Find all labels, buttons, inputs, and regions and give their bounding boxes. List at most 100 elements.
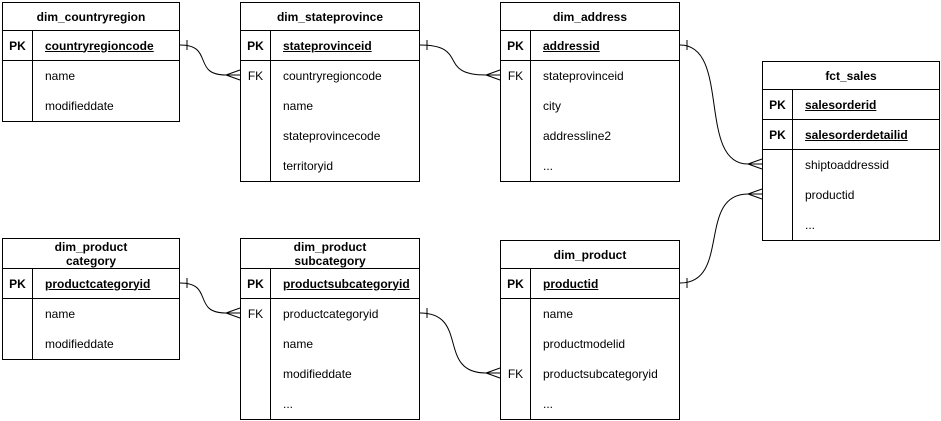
key-type-label: PK — [501, 269, 531, 298]
field-name: name — [283, 99, 314, 113]
connection-dim_stateprovince-to-dim_address[interactable] — [419, 40, 501, 81]
field-row-name[interactable]: name — [241, 329, 419, 359]
field-name: ... — [283, 397, 294, 411]
field-row-productsubcategoryid[interactable]: PK productsubcategoryid — [241, 269, 419, 299]
relationship-line[interactable] — [179, 282, 240, 314]
field-name: ... — [543, 159, 554, 173]
key-type-label — [501, 389, 531, 419]
relationship-line[interactable] — [419, 44, 500, 76]
field-name: productcategoryid — [283, 307, 379, 321]
field-name: name — [283, 337, 314, 351]
key-type-label — [3, 299, 33, 329]
field-name: stateprovinceid — [283, 38, 372, 53]
field-row-productsubcategoryid[interactable]: FK productsubcategoryid — [501, 359, 679, 389]
field-name: shiptoaddressid — [805, 158, 890, 172]
field-row-productid[interactable]: PK productid — [501, 269, 679, 299]
key-type-label — [241, 329, 271, 359]
field-row-addressline2[interactable]: addressline2 — [501, 121, 679, 151]
field-row-name[interactable]: name — [3, 61, 179, 91]
field-name: countryregioncode — [283, 69, 382, 83]
key-type-label: PK — [241, 269, 271, 298]
cardinality-many-marker — [746, 188, 763, 200]
key-type-label: FK — [241, 299, 271, 329]
field-row-name[interactable]: name — [241, 91, 419, 121]
key-type-label — [501, 91, 531, 121]
table-title: dim_product — [501, 241, 679, 269]
table-title: dim_countryregion — [3, 3, 179, 31]
relationship-line[interactable] — [679, 193, 762, 284]
key-type-label: FK — [501, 359, 531, 389]
field-row-more-fields[interactable]: ... — [501, 389, 679, 419]
key-type-label — [241, 389, 271, 419]
key-type-label: PK — [241, 31, 271, 60]
field-name: modifieddate — [283, 367, 352, 381]
field-row-name[interactable]: name — [3, 299, 179, 329]
key-type-label — [241, 91, 271, 121]
field-row-stateprovincecode[interactable]: stateprovincecode — [241, 121, 419, 151]
table-title: dim_product category — [3, 239, 179, 269]
field-name: stateprovinceid — [543, 69, 624, 83]
field-row-addressid[interactable]: PK addressid — [501, 31, 679, 61]
relationship-line[interactable] — [679, 44, 762, 165]
key-type-label: PK — [3, 31, 33, 60]
key-type-label — [501, 299, 531, 329]
field-row-city[interactable]: city — [501, 91, 679, 121]
field-name: productcategoryid — [45, 276, 151, 291]
field-name: addressid — [543, 38, 600, 53]
field-name: stateprovincecode — [283, 129, 381, 143]
field-name: name — [45, 69, 76, 83]
key-type-label — [763, 180, 793, 210]
field-name: modifieddate — [45, 99, 114, 113]
connection-dim_countryregion-to-dim_stateprovince[interactable] — [179, 40, 241, 81]
field-row-productid[interactable]: productid — [763, 180, 939, 210]
field-row-territoryid[interactable]: territoryid — [241, 151, 419, 181]
key-type-label — [3, 91, 33, 121]
key-type-label — [501, 329, 531, 359]
connection-dim_productcategory-to-dim_productsubcategory[interactable] — [179, 278, 241, 319]
key-type-label: PK — [763, 90, 793, 119]
field-row-productmodelid[interactable]: productmodelid — [501, 329, 679, 359]
relationship-line[interactable] — [419, 312, 500, 374]
field-name: name — [45, 307, 76, 321]
connection-dim_product-to-fct_sales[interactable] — [679, 188, 763, 288]
field-name: modifieddate — [45, 337, 114, 351]
field-row-modifieddate[interactable]: modifieddate — [3, 329, 179, 359]
field-row-modifieddate[interactable]: modifieddate — [3, 91, 179, 121]
connection-dim_address-to-fct_sales[interactable] — [679, 40, 763, 170]
field-name: productid — [543, 276, 599, 291]
key-type-label — [3, 61, 33, 91]
key-type-label: PK — [501, 31, 531, 60]
connection-dim_productsubcategory-to-dim_product[interactable] — [419, 308, 501, 379]
relationship-line[interactable] — [179, 44, 240, 76]
key-type-label — [241, 121, 271, 151]
field-row-more-fields[interactable]: ... — [501, 151, 679, 181]
field-row-productcategoryid[interactable]: FK productcategoryid — [241, 299, 419, 329]
key-type-label — [3, 329, 33, 359]
key-type-label — [501, 151, 531, 181]
field-row-shiptoaddressid[interactable]: shiptoaddressid — [763, 150, 939, 180]
field-name: productsubcategoryid — [543, 367, 658, 381]
field-row-more-fields[interactable]: ... — [763, 210, 939, 240]
field-name: salesorderdetailid — [805, 127, 908, 142]
field-row-more-fields[interactable]: ... — [241, 389, 419, 419]
field-name: productsubcategoryid — [283, 276, 410, 291]
field-row-name[interactable]: name — [501, 299, 679, 329]
key-type-label — [241, 359, 271, 389]
key-type-label — [241, 151, 271, 181]
field-row-stateprovinceid[interactable]: PK stateprovinceid — [241, 31, 419, 61]
field-row-modifieddate[interactable]: modifieddate — [241, 359, 419, 389]
